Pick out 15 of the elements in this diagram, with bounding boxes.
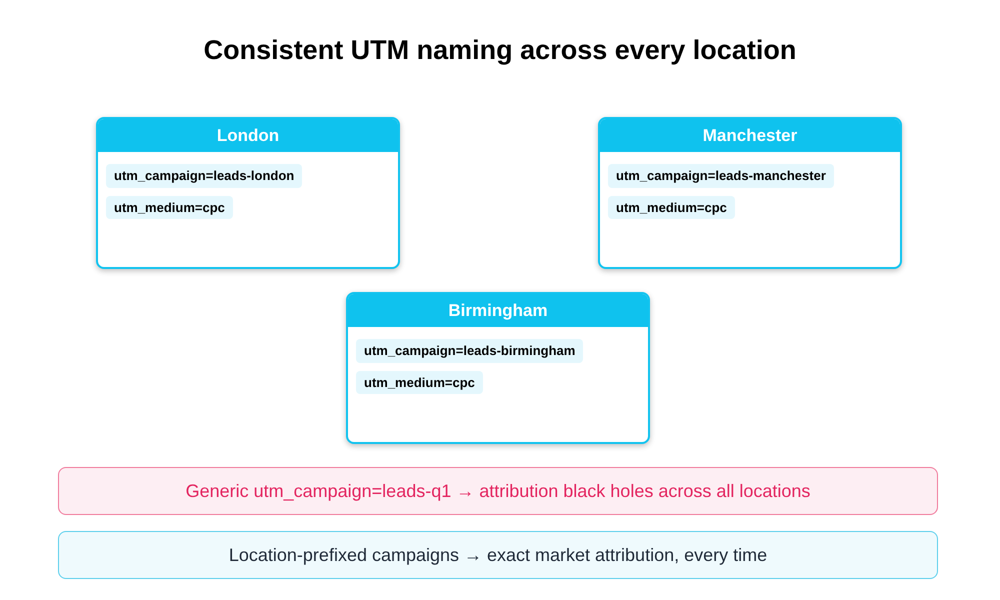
card-header: London — [98, 119, 398, 152]
parameter-pill: utm_medium=cpc — [106, 196, 233, 219]
location-card — [346, 292, 650, 444]
location-card — [598, 117, 902, 269]
card-header: Birmingham — [348, 294, 648, 327]
message-banner: Generic utm_campaign=leads-q1 → attribution black holes across all locations — [58, 467, 938, 515]
parameter-pill: utm_medium=cpc — [608, 196, 735, 219]
parameter-pill: utm_campaign=leads-manchester — [608, 164, 834, 188]
message-banner: Location-prefixed campaigns → exact market attribution, every time — [58, 531, 938, 579]
parameter-pill: utm_medium=cpc — [356, 370, 483, 394]
parameter-pill: utm_campaign=leads-london — [106, 164, 302, 188]
title: Consistent UTM naming across every location — [202, 34, 798, 67]
card-header: Manchester — [600, 119, 900, 152]
parameter-pill: utm_campaign=leads-birmingham — [356, 339, 584, 362]
location-card — [96, 117, 400, 269]
